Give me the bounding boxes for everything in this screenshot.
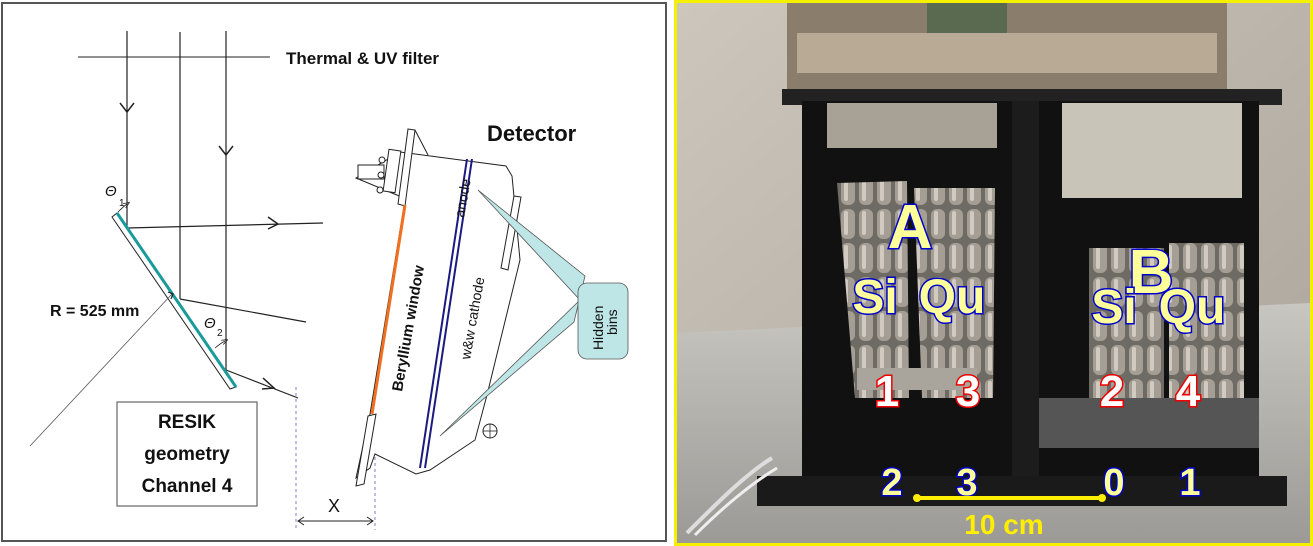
detector-label: Detector: [487, 121, 577, 146]
theta2-symbol: Θ: [204, 315, 216, 332]
caption-box: [116, 401, 258, 507]
theta1-subscript: 1: [119, 198, 125, 209]
cable: [685, 456, 774, 535]
section-b-channel-left: 2: [1100, 367, 1124, 416]
hidden-bins-line-2: bins: [604, 309, 620, 335]
x-label: X: [328, 496, 340, 516]
theta2-subscript: 2: [217, 328, 223, 339]
section-b-index-left: 0: [1103, 462, 1124, 504]
geometry-diagram-panel: Thermal & UV filter R = 525 mm Θ 1 Θ 2: [1, 2, 667, 542]
section-b-letter: B: [1129, 238, 1174, 307]
section-a-channel-left: 1: [875, 367, 899, 416]
theta1-symbol: Θ: [105, 183, 117, 200]
section-a-crystal-qu: Qu: [919, 271, 986, 324]
hidden-bins-line-1: Hidden: [590, 306, 606, 350]
base-plate: [757, 476, 1287, 506]
crystal-array-b-si: [1089, 248, 1164, 398]
reflected-ray-2: [179, 298, 307, 323]
geometry-diagram: Thermal & UV filter R = 525 mm Θ 1 Θ 2: [29, 31, 629, 530]
scale-label: 10 cm: [964, 509, 1043, 540]
theta1-arc-icon: [117, 204, 127, 213]
section-a-letter: A: [888, 193, 933, 262]
section-b-channel-right: 4: [1176, 367, 1201, 416]
caption-line-1: RESIK: [158, 412, 216, 433]
filter-label: Thermal & UV filter: [286, 49, 439, 68]
crystal-array-b-qu: [1169, 243, 1244, 403]
crystal: [111, 212, 238, 390]
section-b-crystal-qu: Qu: [1159, 281, 1226, 334]
caption-line-2: geometry: [144, 444, 230, 465]
hidden-bins-callout: [439, 189, 629, 437]
anode-label: anode: [451, 177, 474, 218]
section-a-index-left: 2: [881, 462, 902, 504]
instrument-photo: A Si Qu B Si Qu 2 3 0 1 1 3 2 4 10 cm: [677, 3, 1310, 543]
section-a-crystal-si: Si: [852, 271, 897, 324]
cathode-wires: [419, 158, 473, 469]
theta2-arc-icon: [214, 341, 225, 349]
reflected-ray-1: [126, 222, 324, 229]
diagram-frame: [1, 2, 667, 542]
radius-label: R = 525 mm: [50, 303, 139, 320]
radius-line: [29, 293, 173, 447]
reflected-ray-3: [225, 369, 299, 399]
instrument-photo-panel: A Si Qu B Si Qu 2 3 0 1 1 3 2 4 10 cm: [674, 0, 1313, 546]
detector-body: [354, 128, 522, 487]
caption-line-3: Channel 4: [142, 476, 233, 497]
section-b-crystal-si: Si: [1091, 281, 1136, 334]
section-a-channel-right: 3: [956, 367, 980, 416]
crystal-array-a-si: [837, 181, 909, 398]
scale-bar: [913, 494, 1106, 502]
beryllium-window: [370, 204, 407, 415]
crystal-array-a-qu: [914, 188, 995, 398]
section-b-index-right: 1: [1179, 462, 1200, 504]
